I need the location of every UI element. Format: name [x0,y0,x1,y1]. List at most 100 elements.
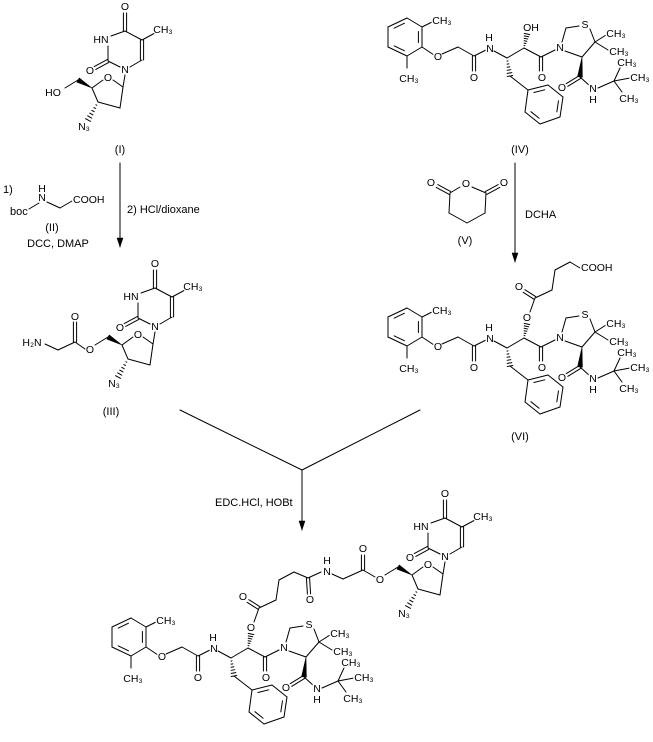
bond [121,344,129,360]
bond [230,672,237,674]
bond [154,287,173,298]
bond [581,331,596,348]
bond [145,646,159,656]
wedge-bond [106,334,123,346]
bond [547,374,564,388]
oxygen-label: O [406,552,414,564]
bond [529,297,536,313]
azide-label: N₃ [78,121,90,133]
bond [589,318,596,333]
methyl-label: CH₃ [341,657,360,669]
bond [506,359,512,361]
bond [594,324,607,333]
bond [247,647,266,658]
oxygen-label: O [376,574,384,586]
bond [44,343,59,351]
bond [554,261,571,271]
bond [471,186,487,194]
bond [331,573,344,580]
bond [533,89,546,94]
bond [473,49,487,57]
bond [46,201,61,209]
bond [393,312,405,319]
bond [406,46,423,57]
bond [523,322,531,326]
arrowhead [511,252,519,263]
hydrogen-label: H [323,555,331,567]
nitrogen-label: N [210,643,218,655]
bond [275,579,280,601]
bond [613,357,621,372]
hydrogen-label: H [485,32,493,44]
bond [409,599,414,603]
bond [171,289,186,298]
azide-label: N₃ [398,608,410,620]
nitrogen-label: N [486,43,494,55]
bond [523,40,528,42]
bond [74,341,86,350]
bond [527,84,549,91]
wedge-bond [577,346,583,368]
bond [589,28,596,43]
bond [415,548,430,557]
bond [534,289,553,299]
dcha-label: DCHA [525,209,557,221]
oxygen-label: O [116,322,124,334]
bond [137,317,151,325]
bond [559,96,564,118]
bond [473,339,487,347]
bond [59,200,73,209]
bond [506,72,513,74]
oxygen-label: O [538,72,546,84]
bond [407,602,413,606]
bond [393,45,405,52]
bond [318,634,331,643]
azide-label: N₃ [108,378,120,390]
convergence-arrows: EDC.HCl, HOBt [179,409,421,531]
coupling-reagents-label: DCC, DMAP [27,238,89,250]
bond [248,599,261,608]
hydroxyl-label: HO [45,87,61,99]
bond [439,573,444,596]
bond [362,569,376,578]
bond [307,571,322,579]
bond [565,315,580,319]
bond [140,287,156,294]
methyl-label: CH₃ [330,628,349,640]
bond [111,617,132,628]
nh-label: HN [93,34,108,46]
bond [387,307,408,318]
bond [124,30,143,41]
bond [264,649,280,658]
bond [247,635,254,638]
ester-oxygen-label: O [523,312,531,324]
bond [230,669,236,671]
bond [95,61,110,70]
oxygen-label: O [470,72,478,84]
bond [337,667,345,682]
bond [93,107,96,109]
oxygen-label: O [86,65,94,77]
ester-oxygen-label: O [247,622,255,634]
bond [57,341,76,351]
compound-label-II: (II) [45,222,58,234]
bond [441,46,459,55]
methyl-label: CH₃ [473,511,492,523]
bond [457,336,475,347]
bond [305,577,308,595]
bond [233,675,253,691]
bond [123,364,126,366]
bond [123,316,138,325]
bond [530,401,540,409]
methyl-label: CH₃ [123,673,142,685]
bond [561,27,567,43]
oxygen-label: O [262,672,270,684]
bond [247,640,252,642]
methyl-label: CH₃ [630,362,649,374]
bond [556,100,559,113]
step-2-label: 2) HCl/dioxane [127,204,200,216]
bond [506,337,525,349]
bond [93,59,108,68]
bond [305,641,320,658]
oxygen-label: O [359,543,367,555]
